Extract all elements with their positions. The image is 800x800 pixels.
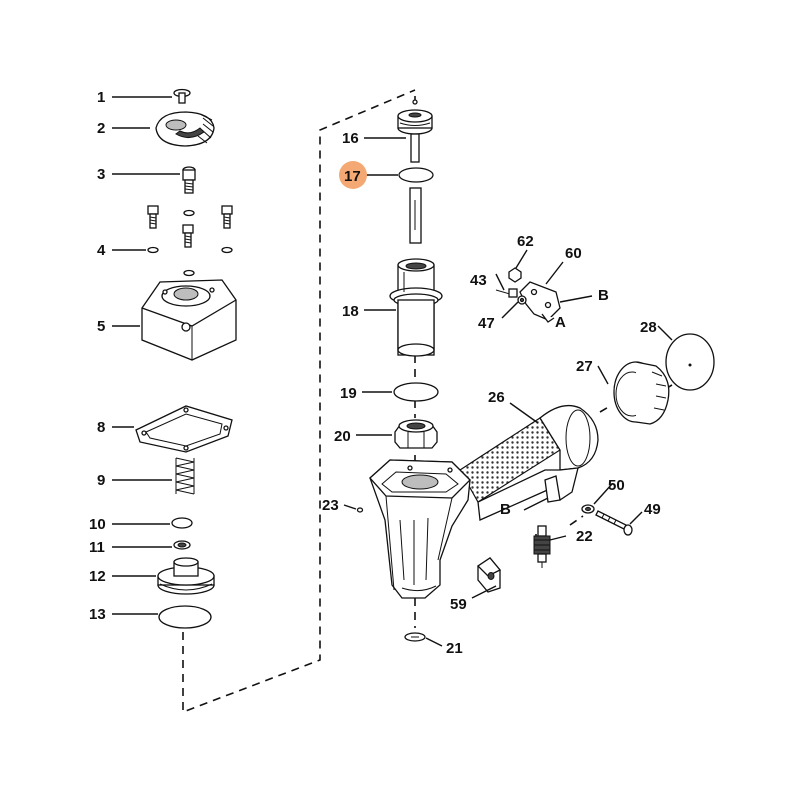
part-27-end-cap (613, 361, 670, 425)
part-62-nut (508, 267, 522, 283)
part-5-cylinder-cap (141, 279, 237, 361)
callout-4[interactable]: 4 (97, 242, 106, 259)
callout-20[interactable]: 20 (334, 428, 351, 445)
callout-22[interactable]: 22 (576, 528, 593, 545)
callout-17[interactable]: 17 (344, 168, 361, 185)
part-11-o-ring (173, 540, 191, 550)
callout-5[interactable]: 5 (97, 318, 105, 335)
part-60-bracket (519, 281, 561, 323)
part-17-o-ring (398, 167, 434, 183)
callout-13[interactable]: 13 (89, 606, 106, 623)
callout-21[interactable]: 21 (446, 640, 463, 657)
part-3-bolt (182, 166, 196, 194)
callout-26[interactable]: 26 (488, 389, 505, 406)
part-8-gasket (135, 405, 233, 453)
part-2-adjust-dial (155, 111, 215, 147)
part-16-piston-driver (397, 99, 433, 163)
part-10-o-ring (171, 517, 193, 529)
callout-8[interactable]: 8 (97, 419, 105, 436)
marker-a-upper: A (555, 314, 566, 331)
part-21-disc (404, 632, 426, 642)
callout-23[interactable]: 23 (322, 497, 339, 514)
callout-62[interactable]: 62 (517, 233, 534, 250)
callout-18[interactable]: 18 (342, 303, 359, 320)
part-43-screw (495, 288, 518, 298)
assembly-guide-lines (182, 89, 673, 714)
marker-b-lower: B (500, 501, 511, 518)
callout-50[interactable]: 50 (608, 477, 625, 494)
callout-9[interactable]: 9 (97, 472, 105, 489)
driver-blade (409, 187, 422, 244)
callout-49[interactable]: 49 (644, 501, 661, 518)
callout-60[interactable]: 60 (565, 245, 582, 262)
callout-12[interactable]: 12 (89, 568, 106, 585)
filter-center (688, 363, 692, 367)
callout-59[interactable]: 59 (450, 596, 467, 613)
callout-11[interactable]: 11 (89, 539, 105, 556)
callout-2[interactable]: 2 (97, 120, 105, 137)
part-49-screw (595, 510, 633, 536)
tool-body (369, 404, 599, 599)
part-1-screw (173, 88, 191, 104)
callout-3[interactable]: 3 (97, 166, 105, 183)
callout-28[interactable]: 28 (640, 319, 657, 336)
part-47-washer (517, 295, 527, 305)
part-19-washer (393, 382, 439, 402)
callout-10[interactable]: 10 (89, 516, 106, 533)
part-59-latch (476, 557, 502, 593)
part-9-spring (175, 457, 195, 495)
callout-19[interactable]: 19 (340, 385, 357, 402)
callout-16[interactable]: 16 (342, 130, 359, 147)
part-4-screws-washers (147, 205, 233, 277)
highlight-marker (339, 161, 367, 189)
callout-43[interactable]: 43 (470, 272, 487, 289)
part-20-nut (394, 419, 438, 449)
part-22-valve (533, 525, 551, 568)
part-23-pin (356, 507, 364, 513)
callout-labels: 1 2 3 4 5 8 9 10 11 12 13 16 17 18 19 20… (89, 89, 661, 657)
part-13-disc (158, 605, 212, 629)
leader-lines (112, 96, 673, 647)
callout-27[interactable]: 27 (576, 358, 593, 375)
marker-b-upper: B (598, 287, 609, 304)
part-18-cylinder (389, 258, 443, 357)
callout-47[interactable]: 47 (478, 315, 495, 332)
part-28-filter-disc (665, 333, 715, 391)
part-50-washer (581, 504, 595, 514)
part-12-piston (157, 557, 215, 595)
callout-1[interactable]: 1 (97, 89, 105, 106)
